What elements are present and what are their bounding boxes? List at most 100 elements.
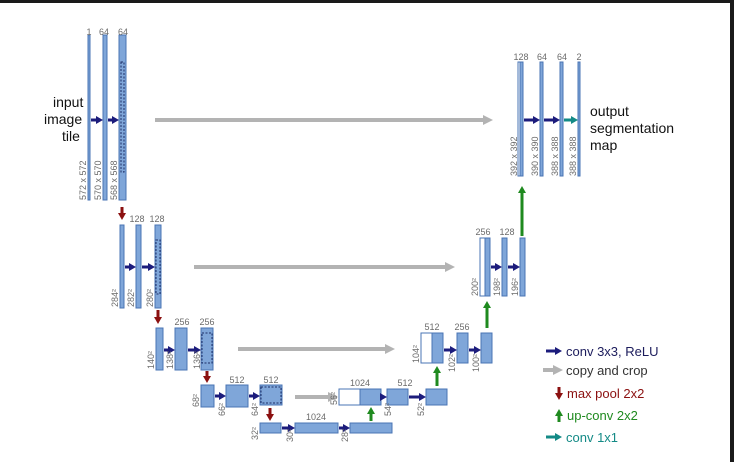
window-right-border [730, 0, 734, 462]
conv-arrow-u1-a [524, 116, 540, 124]
conv-arrow-l4-a [215, 392, 226, 400]
size-u2-2: 198² [492, 278, 502, 296]
size-u2-3: 196² [510, 278, 520, 296]
l5-map-3 [349, 422, 393, 434]
channels-l4-2: 512 [263, 375, 278, 385]
maxpool-arrow-1-head [118, 213, 126, 220]
u2-map-3 [519, 237, 526, 297]
size-l4-1: 68² [191, 394, 201, 407]
size-l5-2: 30² [285, 429, 295, 442]
u4-crop-map [338, 388, 361, 406]
u2-map-1 [484, 237, 491, 297]
maxpool-arrow-3 [203, 371, 211, 383]
conv-arrow-l3-a [164, 346, 175, 354]
conv-arrow-u3-a-head [450, 346, 457, 354]
channels-l1-1: 64 [99, 27, 109, 37]
l2-map-3 [154, 224, 162, 309]
copy-arrow-l3-head [385, 344, 395, 354]
conv-arrow-u4-b [409, 393, 426, 401]
conv-arrow-l3-a-head [168, 346, 175, 354]
channels-u1-64-b: 64 [557, 52, 567, 62]
upconv-arrow-3-head [483, 301, 491, 308]
conv-arrow-u4-a-head [380, 393, 387, 401]
legend-conv1x1-symbol-head [555, 433, 562, 441]
channels-l1-2: 64 [118, 27, 128, 37]
channels-u3-512: 512 [424, 322, 439, 332]
legend-conv-symbol [546, 347, 562, 355]
conv-arrow-u1-b-head [553, 116, 560, 124]
channels-u2-256: 256 [475, 227, 490, 237]
channels-l3-1: 256 [174, 317, 189, 327]
size-u1-4: 388 x 388 [568, 136, 578, 176]
conv-arrow-u2-a-head [495, 263, 502, 271]
size-l4-2: 66² [217, 403, 227, 416]
size-u2-1: 200² [470, 278, 480, 296]
maxpool-arrow-1 [118, 207, 126, 220]
channels-input: 1 [86, 27, 91, 37]
l4-map-2 [225, 384, 249, 408]
conv-arrow-l1-b [108, 116, 119, 124]
conv-arrow-l1-a [91, 116, 103, 124]
size-l3-1: 140² [146, 351, 156, 369]
u3-crop-map [420, 332, 433, 364]
size-l4-3: 64² [250, 403, 260, 416]
channels-u3-256: 256 [454, 322, 469, 332]
size-l3-2: 138² [165, 351, 175, 369]
copy-arrow-l3 [238, 344, 395, 354]
copy-arrow-l4-head [328, 392, 338, 402]
maxpool-arrow-4-head [266, 414, 274, 421]
input-label-line-2: image [44, 111, 83, 127]
size-u3-2: 102² [447, 354, 457, 372]
legend-copy-symbol [543, 365, 563, 375]
size-l1-1: 572 x 572 [78, 160, 88, 200]
channels-l3-2: 256 [199, 317, 214, 327]
conv1x1-arrow-head [571, 116, 578, 124]
legend-conv-symbol-head [555, 347, 562, 355]
legend-upconv-text: up-conv 2x2 [567, 408, 638, 423]
maxpool-arrow-4 [266, 408, 274, 421]
u1-map-3 [559, 61, 564, 177]
size-l5-3: 28² [340, 429, 350, 442]
u3-map-1 [431, 332, 444, 364]
channels-l5: 1024 [306, 412, 326, 422]
conv-arrow-l4-b-head [253, 392, 260, 400]
conv-arrow-l1-b-head [112, 116, 119, 124]
size-l1-3: 568 x 568 [109, 160, 119, 200]
channels-output: 2 [576, 52, 581, 62]
input-label-line-3: tile [62, 128, 80, 144]
copy-arrow-l4 [295, 392, 338, 402]
l4-crop-region [260, 386, 282, 404]
conv-arrow-l2-b [142, 263, 155, 271]
conv-arrow-l4-a-head [219, 392, 226, 400]
legend-pool-symbol [555, 387, 563, 400]
l2-crop-region [155, 239, 161, 295]
size-u1-2: 390 x 390 [530, 136, 540, 176]
copy-arrow-l2-head [445, 262, 455, 272]
maxpool-arrow-2-head [154, 317, 162, 324]
conv-arrow-u3-b-head [474, 346, 481, 354]
size-l1-2: 570 x 570 [93, 160, 103, 200]
copy-arrow-l2 [194, 262, 455, 272]
conv-arrow-u1-b [544, 116, 560, 124]
conv-arrow-l2-a-head [129, 263, 136, 271]
conv-arrow-l4-b [249, 392, 260, 400]
upconv-arrow-4 [518, 186, 526, 236]
u4-map-2 [386, 388, 409, 406]
legend-conv1x1-text: conv 1x1 [566, 430, 618, 445]
channels-u4-1024: 1024 [350, 378, 370, 388]
conv-arrow-l3-b-head [194, 346, 201, 354]
conv-arrow-u4-b-head [419, 393, 426, 401]
conv1x1-arrow [564, 116, 578, 124]
size-l2-1: 284² [110, 289, 120, 307]
upconv-arrow-4-head [518, 186, 526, 193]
size-u3-3: 100² [471, 354, 481, 372]
conv-arrow-u2-b-head [513, 263, 520, 271]
l5-map-1 [259, 422, 282, 434]
channels-u1-64-a: 64 [537, 52, 547, 62]
conv-arrow-u2-b [508, 263, 520, 271]
output-label-line-1: output [590, 103, 629, 119]
u1-map-2 [539, 61, 544, 177]
conv-arrow-u1-a-head [533, 116, 540, 124]
